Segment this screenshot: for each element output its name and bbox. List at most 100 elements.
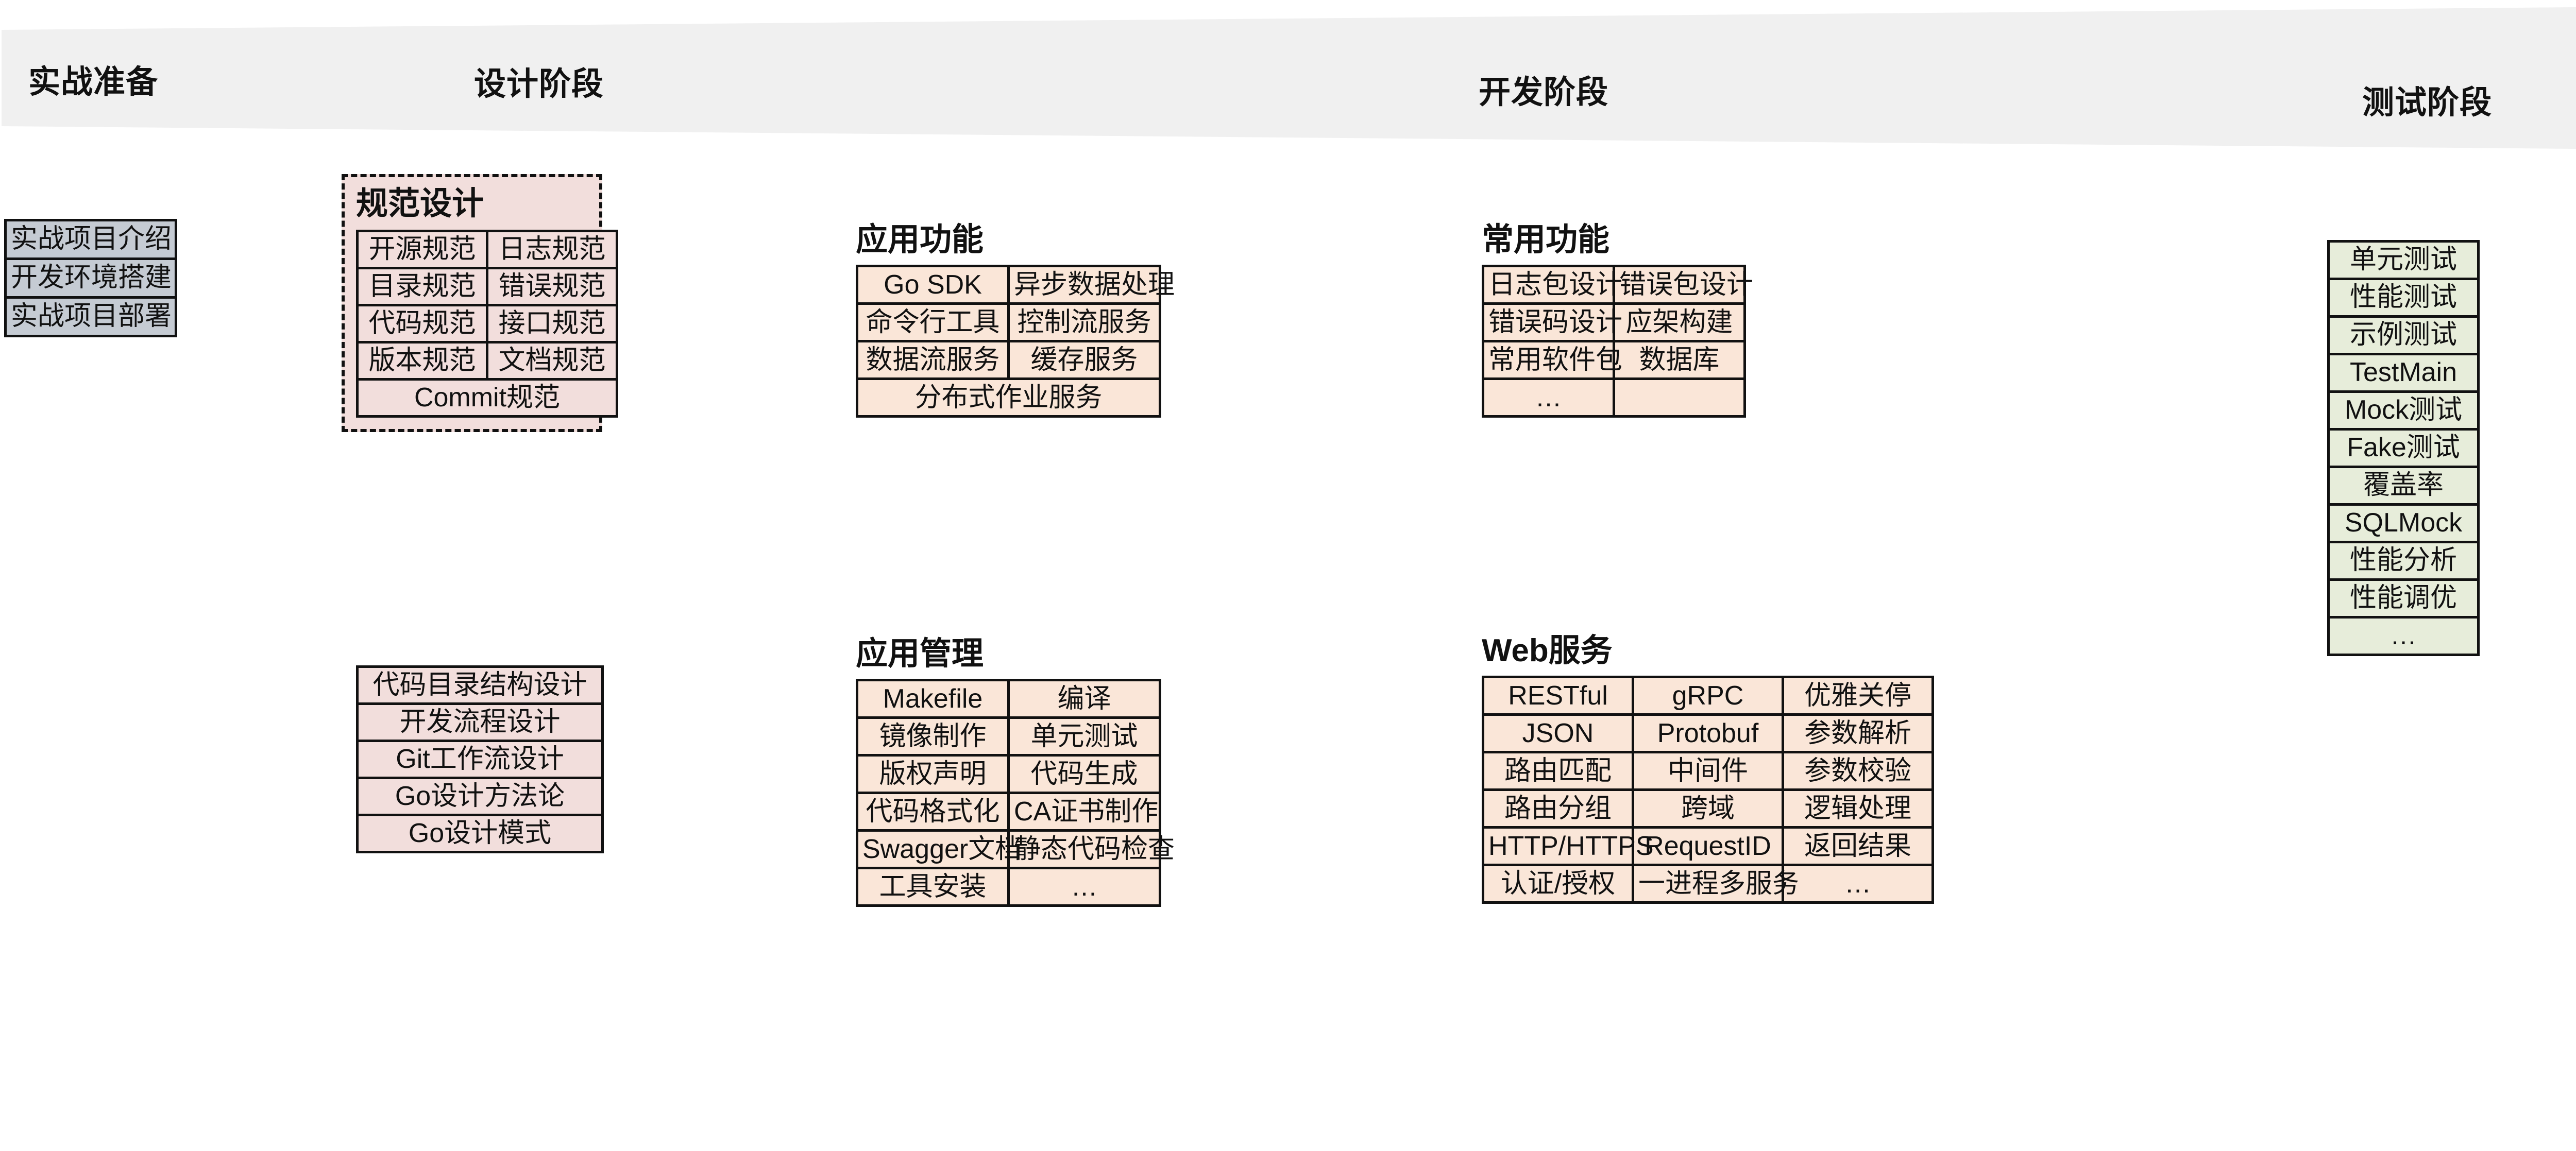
phase-label-dev[interactable]: 开发阶段 — [1479, 75, 1609, 110]
table-cell[interactable]: TestMain — [2327, 353, 2480, 393]
table-row: Git工作流设计 — [356, 740, 604, 779]
table-cell[interactable]: 开发环境搭建 — [4, 257, 177, 299]
table-cell[interactable]: … — [2327, 616, 2480, 656]
table-cell[interactable]: 示例测试 — [2327, 315, 2480, 355]
table-cell[interactable]: 逻辑处理 — [1782, 788, 1934, 829]
table-cell[interactable]: Commit规范 — [356, 378, 618, 418]
table-row: 分布式作业服务 — [856, 377, 1161, 418]
table-cell[interactable]: 常用软件包 — [1482, 340, 1622, 381]
table-cell[interactable]: Git工作流设计 — [356, 740, 604, 779]
table-cell[interactable]: … — [1482, 377, 1615, 418]
table-row: 错误码设计应架构建 — [1482, 302, 1746, 343]
table-row: 命令行工具控制流服务 — [856, 302, 1161, 343]
table-cell[interactable]: 缓存服务 — [1007, 340, 1161, 381]
table-cell[interactable]: 数据流服务 — [856, 340, 1010, 381]
table-row: SQLMock — [2327, 503, 2480, 543]
table-cell[interactable]: 命令行工具 — [856, 302, 1010, 343]
table-cell[interactable]: 优雅关停 — [1782, 676, 1934, 716]
table-cell[interactable]: SQLMock — [2327, 503, 2480, 543]
table-cell[interactable]: 版本规范 — [356, 341, 488, 381]
table-row: 开发流程设计 — [356, 702, 604, 742]
table-cell[interactable]: Go设计方法论 — [356, 777, 604, 816]
phase-label-test[interactable]: 测试阶段 — [2362, 85, 2493, 121]
table-cell[interactable]: Swagger文档 — [856, 829, 1022, 870]
table-cell[interactable]: 数据库 — [1613, 340, 1746, 381]
table-cell[interactable]: 路由匹配 — [1482, 751, 1634, 792]
table-cell[interactable]: 接口规范 — [486, 304, 618, 344]
table-cell[interactable]: 代码目录结构设计 — [356, 665, 604, 705]
table-row: Swagger文档静态代码检查 — [856, 829, 1175, 870]
table-cell[interactable]: 日志包设计 — [1482, 265, 1622, 305]
table-cell[interactable]: 镜像制作 — [856, 716, 1010, 757]
table-cell[interactable]: Go SDK — [856, 265, 1010, 305]
table-cell[interactable]: 参数校验 — [1782, 751, 1934, 792]
prep-table: 实战项目介绍开发环境搭建实战项目部署 — [4, 219, 177, 337]
table-cell[interactable]: 参数解析 — [1782, 713, 1934, 754]
phase-label-design[interactable]: 设计阶段 — [474, 66, 604, 102]
table-cell[interactable]: 跨域 — [1632, 788, 1784, 829]
table-row: 开发环境搭建 — [4, 257, 177, 299]
table-cell[interactable]: 一进程多服务 — [1632, 864, 1799, 904]
table-row: 开源规范日志规范 — [356, 230, 618, 270]
table-cell[interactable]: Mock测试 — [2327, 390, 2480, 431]
table-cell[interactable]: 覆盖率 — [2327, 466, 2480, 506]
table-cell[interactable]: 错误包设计 — [1613, 265, 1753, 305]
table-cell[interactable]: 代码格式化 — [856, 792, 1010, 832]
table-cell[interactable]: Fake测试 — [2327, 428, 2480, 468]
table-cell[interactable]: 中间件 — [1632, 751, 1784, 792]
table-cell[interactable]: 实战项目介绍 — [4, 219, 177, 260]
table-cell[interactable]: Makefile — [856, 679, 1010, 719]
table-cell[interactable]: Protobuf — [1632, 713, 1784, 754]
table-cell[interactable]: 单元测试 — [2327, 240, 2480, 280]
table-cell[interactable]: 分布式作业服务 — [856, 377, 1161, 418]
table-cell[interactable]: 代码生成 — [1007, 754, 1161, 795]
table-cell[interactable]: 认证/授权 — [1482, 864, 1634, 904]
table-row: 路由分组跨域逻辑处理 — [1482, 788, 1934, 829]
table-row: 常用软件包数据库 — [1482, 340, 1746, 381]
table-cell[interactable]: 性能测试 — [2327, 278, 2480, 318]
table-cell[interactable]: 应架构建 — [1613, 302, 1746, 343]
table-cell[interactable]: 异步数据处理 — [1007, 265, 1175, 305]
table-cell[interactable]: 日志规范 — [486, 230, 618, 270]
table-cell[interactable]: 单元测试 — [1007, 716, 1161, 757]
table-row: 性能调优 — [2327, 578, 2480, 619]
table-cell[interactable]: … — [1007, 867, 1161, 907]
app-management-title: 应用管理 — [856, 636, 984, 672]
table-cell[interactable]: 错误码设计 — [1482, 302, 1622, 343]
table-cell[interactable]: RequestID — [1632, 826, 1784, 867]
table-cell[interactable]: 静态代码检查 — [1007, 829, 1175, 870]
table-cell[interactable]: 文档规范 — [486, 341, 618, 381]
table-cell[interactable]: 性能调优 — [2327, 578, 2480, 619]
table-cell[interactable]: 路由分组 — [1482, 788, 1634, 829]
table-cell[interactable]: 返回结果 — [1782, 826, 1934, 867]
table-cell[interactable]: 控制流服务 — [1007, 302, 1161, 343]
table-cell[interactable]: 编译 — [1007, 679, 1161, 719]
phase-label-prep[interactable]: 实战准备 — [28, 64, 159, 100]
table-cell[interactable]: … — [1782, 864, 1934, 904]
table-cell[interactable]: gRPC — [1632, 676, 1784, 716]
table-row: 版本规范文档规范 — [356, 341, 618, 381]
table-cell[interactable]: 性能分析 — [2327, 541, 2480, 581]
table-cell[interactable]: 实战项目部署 — [4, 296, 177, 337]
table-row: 代码规范接口规范 — [356, 304, 618, 344]
table-cell[interactable]: HTTP/HTTPS — [1482, 826, 1654, 867]
table-row: Fake测试 — [2327, 428, 2480, 468]
table-cell[interactable]: RESTful — [1482, 676, 1634, 716]
table-cell[interactable]: 开源规范 — [356, 230, 488, 270]
table-cell[interactable]: 版权声明 — [856, 754, 1010, 795]
table-cell[interactable]: 错误规范 — [486, 267, 618, 307]
table-cell[interactable]: Go设计模式 — [356, 814, 604, 853]
table-cell[interactable]: 代码规范 — [356, 304, 488, 344]
table-cell[interactable]: CA证书制作 — [1007, 792, 1161, 832]
table-cell[interactable]: JSON — [1482, 713, 1634, 754]
table-cell[interactable]: 目录规范 — [356, 267, 488, 307]
table-cell[interactable]: 工具安装 — [856, 867, 1010, 907]
table-row: 版权声明代码生成 — [856, 754, 1161, 795]
table-cell[interactable]: 开发流程设计 — [356, 702, 604, 742]
